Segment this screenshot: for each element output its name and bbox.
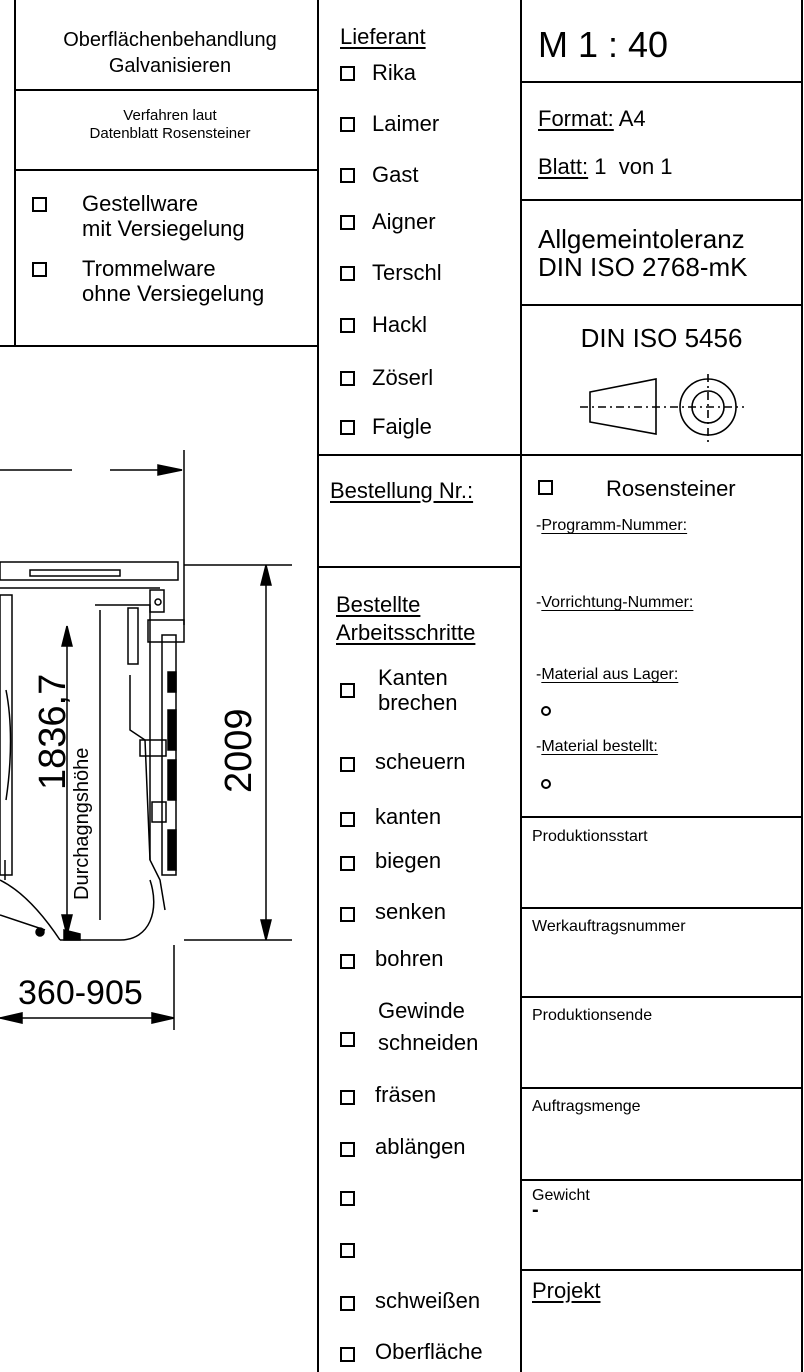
step-checkbox-fraesen[interactable] xyxy=(340,1090,355,1105)
step-checkbox-oberflaeche[interactable] xyxy=(340,1347,355,1362)
ordered-material-prefix: - xyxy=(536,738,542,755)
step-checkbox-ablaengen[interactable] xyxy=(340,1142,355,1157)
step-checkbox-kanten-brechen[interactable] xyxy=(340,683,355,698)
technical-drawing xyxy=(0,450,292,1030)
step-label-gewinde-line2: schneiden xyxy=(378,1030,479,1055)
dimension-height-value: 1836,7 xyxy=(32,673,74,790)
trommelware-label-line2: ohne Versiegelung xyxy=(82,281,265,306)
sheet-label: Blatt: xyxy=(538,154,589,179)
projection-standard: DIN ISO 5456 xyxy=(580,323,743,353)
supplier-checkbox-zoeserl[interactable] xyxy=(340,371,355,386)
sheet-row: Blatt: 1 von 1 xyxy=(538,156,673,178)
surface-title-line1: Oberflächenbehandlung xyxy=(63,29,277,51)
program-number-label: Programm-Nummer: xyxy=(541,517,688,534)
step-checkbox-bohren[interactable] xyxy=(340,954,355,969)
format-row: Format: A4 xyxy=(538,108,646,130)
fixture-number-row: -Vorrichtung-Nummer: xyxy=(536,595,693,611)
dimension-width-value: 360-905 xyxy=(18,974,143,1012)
weight-label: Gewicht xyxy=(532,1187,590,1204)
step-checkbox-scheuern[interactable] xyxy=(340,757,355,772)
gestellware-checkbox[interactable] xyxy=(32,197,47,212)
supplier-checkbox-faigle[interactable] xyxy=(340,420,355,435)
step-label-biegen: biegen xyxy=(375,848,442,873)
supplier-heading: Lieferant xyxy=(340,24,426,49)
format-label: Format: xyxy=(538,106,614,131)
step-label-schweissen: schweißen xyxy=(375,1288,481,1313)
step-label-kanten-brechen-line2: brechen xyxy=(378,690,458,715)
supplier-label-faigle: Faigle xyxy=(372,414,432,439)
gestellware-label-line2: mit Versiegelung xyxy=(82,216,245,241)
stock-material-label: Material aus Lager: xyxy=(541,666,679,683)
tolerance-line2: DIN ISO 2768-mK xyxy=(538,252,748,282)
gestellware-label-line1: Gestellware xyxy=(82,191,199,216)
supplier-label-gast: Gast xyxy=(372,162,419,187)
tolerance-line1: Allgemeintoleranz xyxy=(538,224,745,254)
project-label: Projekt xyxy=(532,1278,601,1303)
ordered-material-radio[interactable] xyxy=(541,779,551,789)
supplier-label-aigner: Aigner xyxy=(372,209,436,234)
supplier-label-rika: Rika xyxy=(372,60,417,85)
sheet-value: 1 von 1 xyxy=(594,154,673,179)
ordered-material-label: Material bestellt: xyxy=(541,738,658,755)
ordered-material-row: -Material bestellt: xyxy=(536,739,658,755)
step-checkbox-blank-1[interactable] xyxy=(340,1191,355,1206)
trommelware-label-line1: Trommelware xyxy=(82,256,216,281)
work-order-number-label: Werkauftragsnummer xyxy=(532,918,686,935)
supplier-checkbox-laimer[interactable] xyxy=(340,117,355,132)
step-label-kanten: kanten xyxy=(375,804,442,829)
dimension-total-value: 2009 xyxy=(218,708,260,793)
scale-value: M 1 : 40 xyxy=(538,24,669,65)
rosensteiner-checkbox[interactable] xyxy=(538,480,553,495)
format-value: A4 xyxy=(618,106,646,131)
supplier-label-hackl: Hackl xyxy=(372,312,428,337)
step-label-kanten-brechen-line1: Kanten xyxy=(378,665,448,690)
step-checkbox-kanten[interactable] xyxy=(340,812,355,827)
supplier-checkbox-terschl[interactable] xyxy=(340,266,355,281)
dimension-height-label: Durchagngshöhe xyxy=(71,747,93,900)
program-number-row: -Programm-Nummer: xyxy=(536,518,687,534)
supplier-label-laimer: Laimer xyxy=(372,111,440,136)
step-checkbox-gewinde-schneiden[interactable] xyxy=(340,1032,355,1047)
program-number-prefix: - xyxy=(536,517,542,534)
step-label-gewinde-line1: Gewinde xyxy=(378,998,465,1023)
production-start-label: Produktionsstart xyxy=(532,828,648,845)
step-label-fraesen: fräsen xyxy=(375,1082,437,1107)
step-label-ablaengen: ablängen xyxy=(375,1134,466,1159)
steps-heading-line1: Bestellte xyxy=(336,592,421,617)
step-checkbox-schweissen[interactable] xyxy=(340,1296,355,1311)
fixture-number-prefix: - xyxy=(536,594,542,611)
stock-material-row: -Material aus Lager: xyxy=(536,667,678,683)
production-end-label: Produktionsende xyxy=(532,1007,653,1024)
supplier-label-terschl: Terschl xyxy=(372,260,442,285)
supplier-checkbox-aigner[interactable] xyxy=(340,215,355,230)
stock-material-prefix: - xyxy=(536,666,542,683)
supplier-checkbox-gast[interactable] xyxy=(340,168,355,183)
surface-title-line2: Galvanisieren xyxy=(108,55,232,77)
order-quantity-label: Auftragsmenge xyxy=(532,1098,641,1115)
fixture-number-label: Vorrichtung-Nummer: xyxy=(541,594,694,611)
step-checkbox-blank-2[interactable] xyxy=(340,1243,355,1258)
process-line1: Verfahren laut xyxy=(123,107,217,124)
order-number-heading: Bestellung Nr.: xyxy=(330,478,474,503)
trommelware-checkbox[interactable] xyxy=(32,262,47,277)
process-line2: Datenblatt Rosensteiner xyxy=(89,125,251,142)
supplier-label-zoeserl: Zöserl xyxy=(372,365,434,390)
step-label-bohren: bohren xyxy=(375,946,444,971)
supplier-checkbox-rika[interactable] xyxy=(340,66,355,81)
steps-heading-line2: Arbeitsschritte xyxy=(336,620,476,645)
step-label-oberflaeche: Oberfläche xyxy=(375,1339,483,1364)
step-checkbox-biegen[interactable] xyxy=(340,856,355,871)
step-label-scheuern: scheuern xyxy=(375,749,466,774)
stock-material-radio[interactable] xyxy=(541,706,551,716)
projection-symbol-icon xyxy=(580,374,744,442)
rosensteiner-heading: Rosensteiner xyxy=(606,476,736,501)
weight-value: - xyxy=(532,1199,539,1221)
step-label-senken: senken xyxy=(375,899,446,924)
supplier-checkbox-hackl[interactable] xyxy=(340,318,355,333)
step-checkbox-senken[interactable] xyxy=(340,907,355,922)
